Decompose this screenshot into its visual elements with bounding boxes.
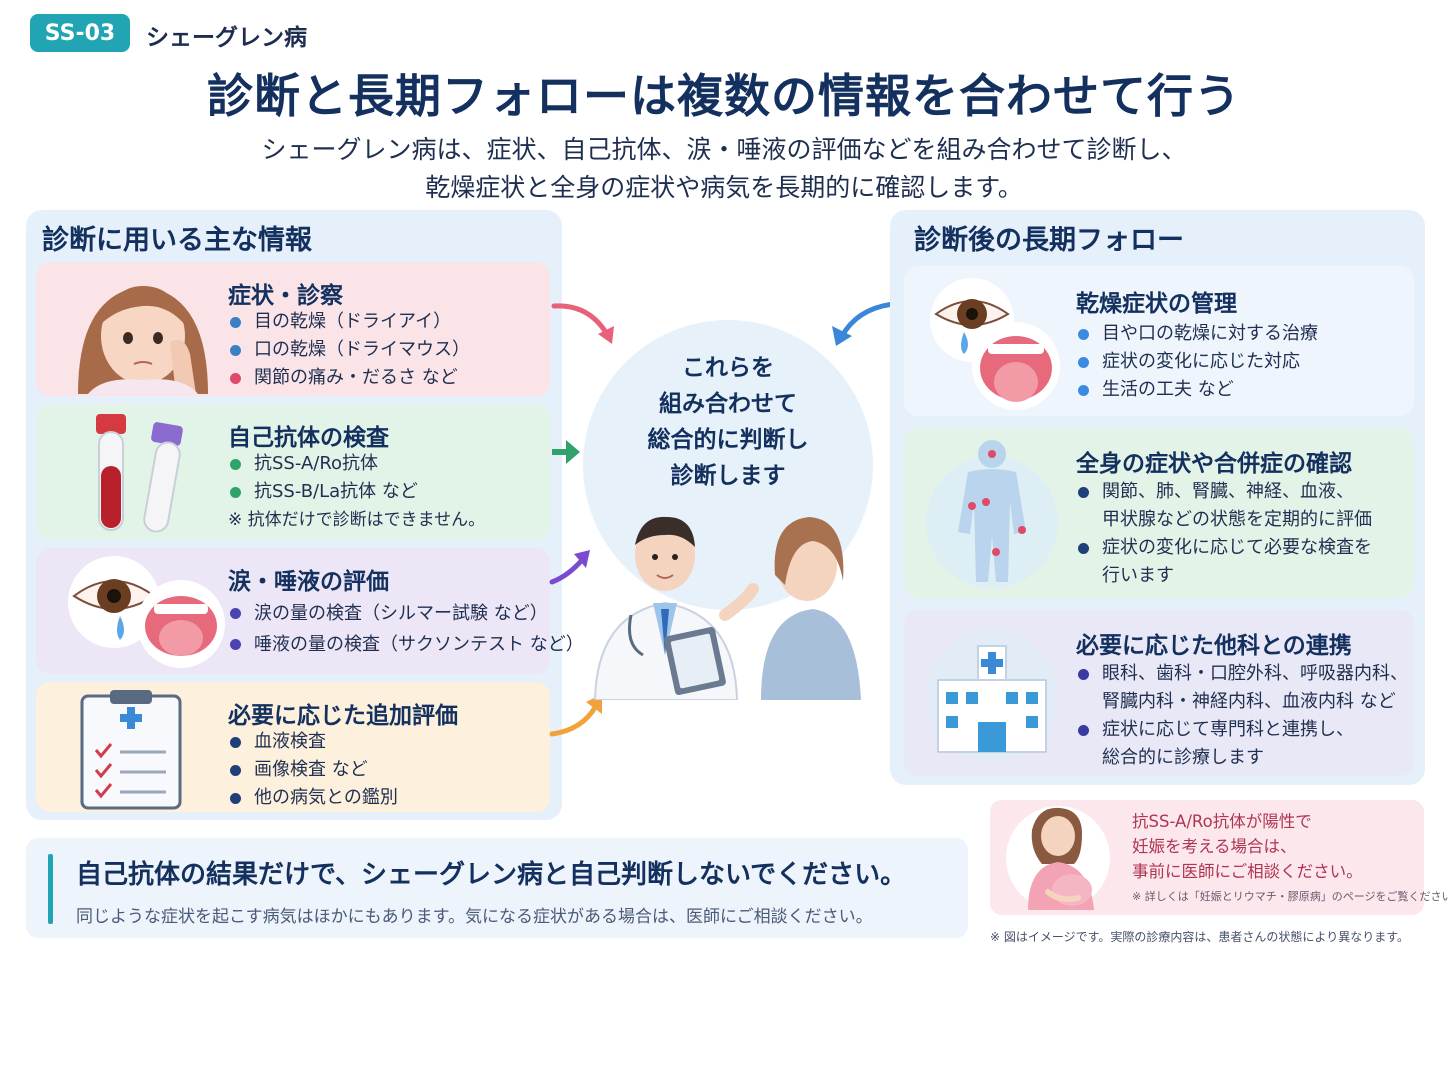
list-item: 抗SS-B/La抗体 など — [228, 478, 485, 506]
list-item-continued: 腎臓内科・神経内科、血液内科 など — [1102, 691, 1396, 712]
card-tear-saliva-title: 涙・唾液の評価 — [228, 569, 389, 595]
list-item: 口の乾燥（ドライマウス） — [228, 336, 470, 364]
card-specialist-cooperation: 必要に応じた他科との連携 眼科、歯科・口腔外科、呼吸器内科、 腎臓内科・神経内科… — [904, 610, 1414, 776]
list-item-continued: 総合的に診療します — [1102, 747, 1264, 768]
pregnancy-reference-note: ※ 詳しくは「妊娠とリウマチ・膠原病」のページをご覧ください。 — [1132, 890, 1448, 903]
pregnancy-line-3: 事前に医師にご相談ください。 — [1132, 862, 1363, 881]
diagnosis-info-title: 診断に用いる主な情報 — [42, 225, 312, 256]
list-item: 関節、肺、腎臓、神経、血液、 — [1076, 478, 1372, 506]
subtitle-line-1: シェーグレン病は、症状、自己抗体、涙・唾液の評価などを組み合わせて診断し、 — [261, 135, 1187, 164]
list-item: 目や口の乾燥に対する治療 — [1076, 320, 1318, 348]
body-icon — [926, 440, 1058, 588]
woman-rubbing-eye-icon — [78, 286, 208, 394]
warning-accent-bar — [48, 854, 53, 924]
image-disclaimer: ※ 図はイメージです。実際の診療内容は、患者さんの状態により異なります。 — [990, 930, 1409, 944]
list-item: 目の乾燥（ドライアイ） — [228, 308, 470, 336]
list-item: 症状に応じて専門科と連携し、 — [1076, 716, 1408, 744]
card-dryness-title: 乾燥症状の管理 — [1076, 291, 1237, 317]
list-item: 他の病気との鑑別 — [228, 784, 398, 812]
card-systemic-title: 全身の症状や合併症の確認 — [1076, 451, 1352, 477]
followup-title: 診断後の長期フォロー — [914, 225, 1184, 256]
list-item: 涙の量の検査（シルマー試験 など） — [228, 598, 584, 629]
card-tear-saliva: 涙・唾液の評価 涙の量の検査（シルマー試験 など） 唾液の量の検査（サクソンテス… — [36, 548, 584, 674]
list-item: 唾液の量の検査（サクソンテスト など） — [228, 629, 584, 660]
card-systemic-check: 全身の症状や合併症の確認 関節、肺、腎臓、神経、血液、 甲状腺などの状態を定期的… — [904, 428, 1414, 598]
card-symptoms-list: 目の乾燥（ドライアイ） 口の乾燥（ドライマウス） 関節の痛み・だるさ など — [228, 308, 470, 392]
card-additional-title: 必要に応じた追加評価 — [228, 703, 458, 729]
warning-main-text: 自己抗体の結果だけで、シェーグレン病と自己判断しないでください。 — [76, 860, 907, 890]
list-item: 画像検査 など — [228, 756, 398, 784]
card-antibody-title: 自己抗体の検査 — [228, 425, 389, 451]
pregnant-woman-icon — [1006, 806, 1110, 910]
antibody-note: ※ 抗体だけで診断はできません。 — [228, 510, 486, 530]
card-systemic-list: 関節、肺、腎臓、神経、血液、 甲状腺などの状態を定期的に評価 症状の変化に応じて… — [1076, 478, 1372, 590]
warning-sub-text: 同じような症状を起こす病気はほかにもあります。気になる症状がある場合は、医師にご… — [76, 907, 873, 927]
list-item-continued: 甲状腺などの状態を定期的に評価 — [1102, 509, 1372, 530]
card-additional-list: 血液検査 画像検査 など 他の病気との鑑別 — [228, 728, 398, 812]
card-dryness-management: 乾燥症状の管理 目や口の乾燥に対する治療 症状の変化に応じた対応 生活の工夫 な… — [904, 266, 1414, 416]
eye-mouth-icon — [68, 556, 225, 668]
list-item: 生活の工夫 など — [1076, 376, 1318, 404]
pregnancy-line-1: 抗SS-A/Ro抗体が陽性で — [1132, 812, 1312, 831]
disease-name: シェーグレン病 — [146, 25, 307, 51]
card-antibody-list: 抗SS-A/Ro抗体 抗SS-B/La抗体 など ※ 抗体だけで診断はできません… — [228, 450, 485, 534]
pregnancy-line-2: 妊娠を考える場合は、 — [1132, 837, 1297, 856]
card-tear-saliva-list: 涙の量の検査（シルマー試験 など） 唾液の量の検査（サクソンテスト など） — [228, 598, 584, 660]
list-item: 眼科、歯科・口腔外科、呼吸器内科、 — [1076, 660, 1408, 688]
card-specialist-list: 眼科、歯科・口腔外科、呼吸器内科、 腎臓内科・神経内科、血液内科 など 症状に応… — [1076, 660, 1408, 772]
card-symptoms-title: 症状・診察 — [228, 283, 343, 309]
card-specialist-title: 必要に応じた他科との連携 — [1076, 633, 1352, 659]
page-title: 診断と長期フォローは複数の情報を合わせて行う — [207, 69, 1241, 123]
list-item: 症状の変化に応じた対応 — [1076, 348, 1318, 376]
card-antibody-test: 自己抗体の検査 抗SS-A/Ro抗体 抗SS-B/La抗体 など ※ 抗体だけで… — [36, 404, 550, 540]
arrow-purple-icon — [549, 550, 590, 585]
card-additional-evaluation: 必要に応じた追加評価 血液検査 画像検査 など 他の病気との鑑別 — [36, 682, 550, 812]
card-dryness-list: 目や口の乾燥に対する治療 症状の変化に応じた対応 生活の工夫 など — [1076, 320, 1318, 404]
arrow-blue-icon — [832, 301, 897, 346]
card-symptoms: 症状・診察 目の乾燥（ドライアイ） 口の乾燥（ドライマウス） 関節の痛み・だるさ… — [36, 262, 550, 396]
list-item-continued: 行います — [1102, 565, 1174, 586]
list-item: 関節の痛み・だるさ など — [228, 364, 470, 392]
hospital-icon — [926, 630, 1058, 762]
list-item: 抗SS-A/Ro抗体 — [228, 450, 485, 478]
doctor-patient-illustration — [593, 516, 861, 700]
subtitle-line-2: 乾燥症状と全身の症状や病気を長期的に確認します。 — [425, 173, 1023, 202]
blood-tube-icon — [96, 414, 183, 533]
arrow-pink-icon — [551, 303, 614, 344]
section-badge: SS-03 — [30, 14, 130, 52]
clipboard-icon — [80, 690, 182, 810]
list-item: 血液検査 — [228, 728, 398, 756]
arrow-green-icon — [552, 440, 580, 464]
warning-box — [26, 838, 968, 938]
center-message: これらを 組み合わせて 総合的に判断し 診断します — [647, 355, 809, 489]
eye-mouth-icon — [930, 278, 1060, 410]
list-item: 症状の変化に応じて必要な検査を — [1076, 534, 1372, 562]
